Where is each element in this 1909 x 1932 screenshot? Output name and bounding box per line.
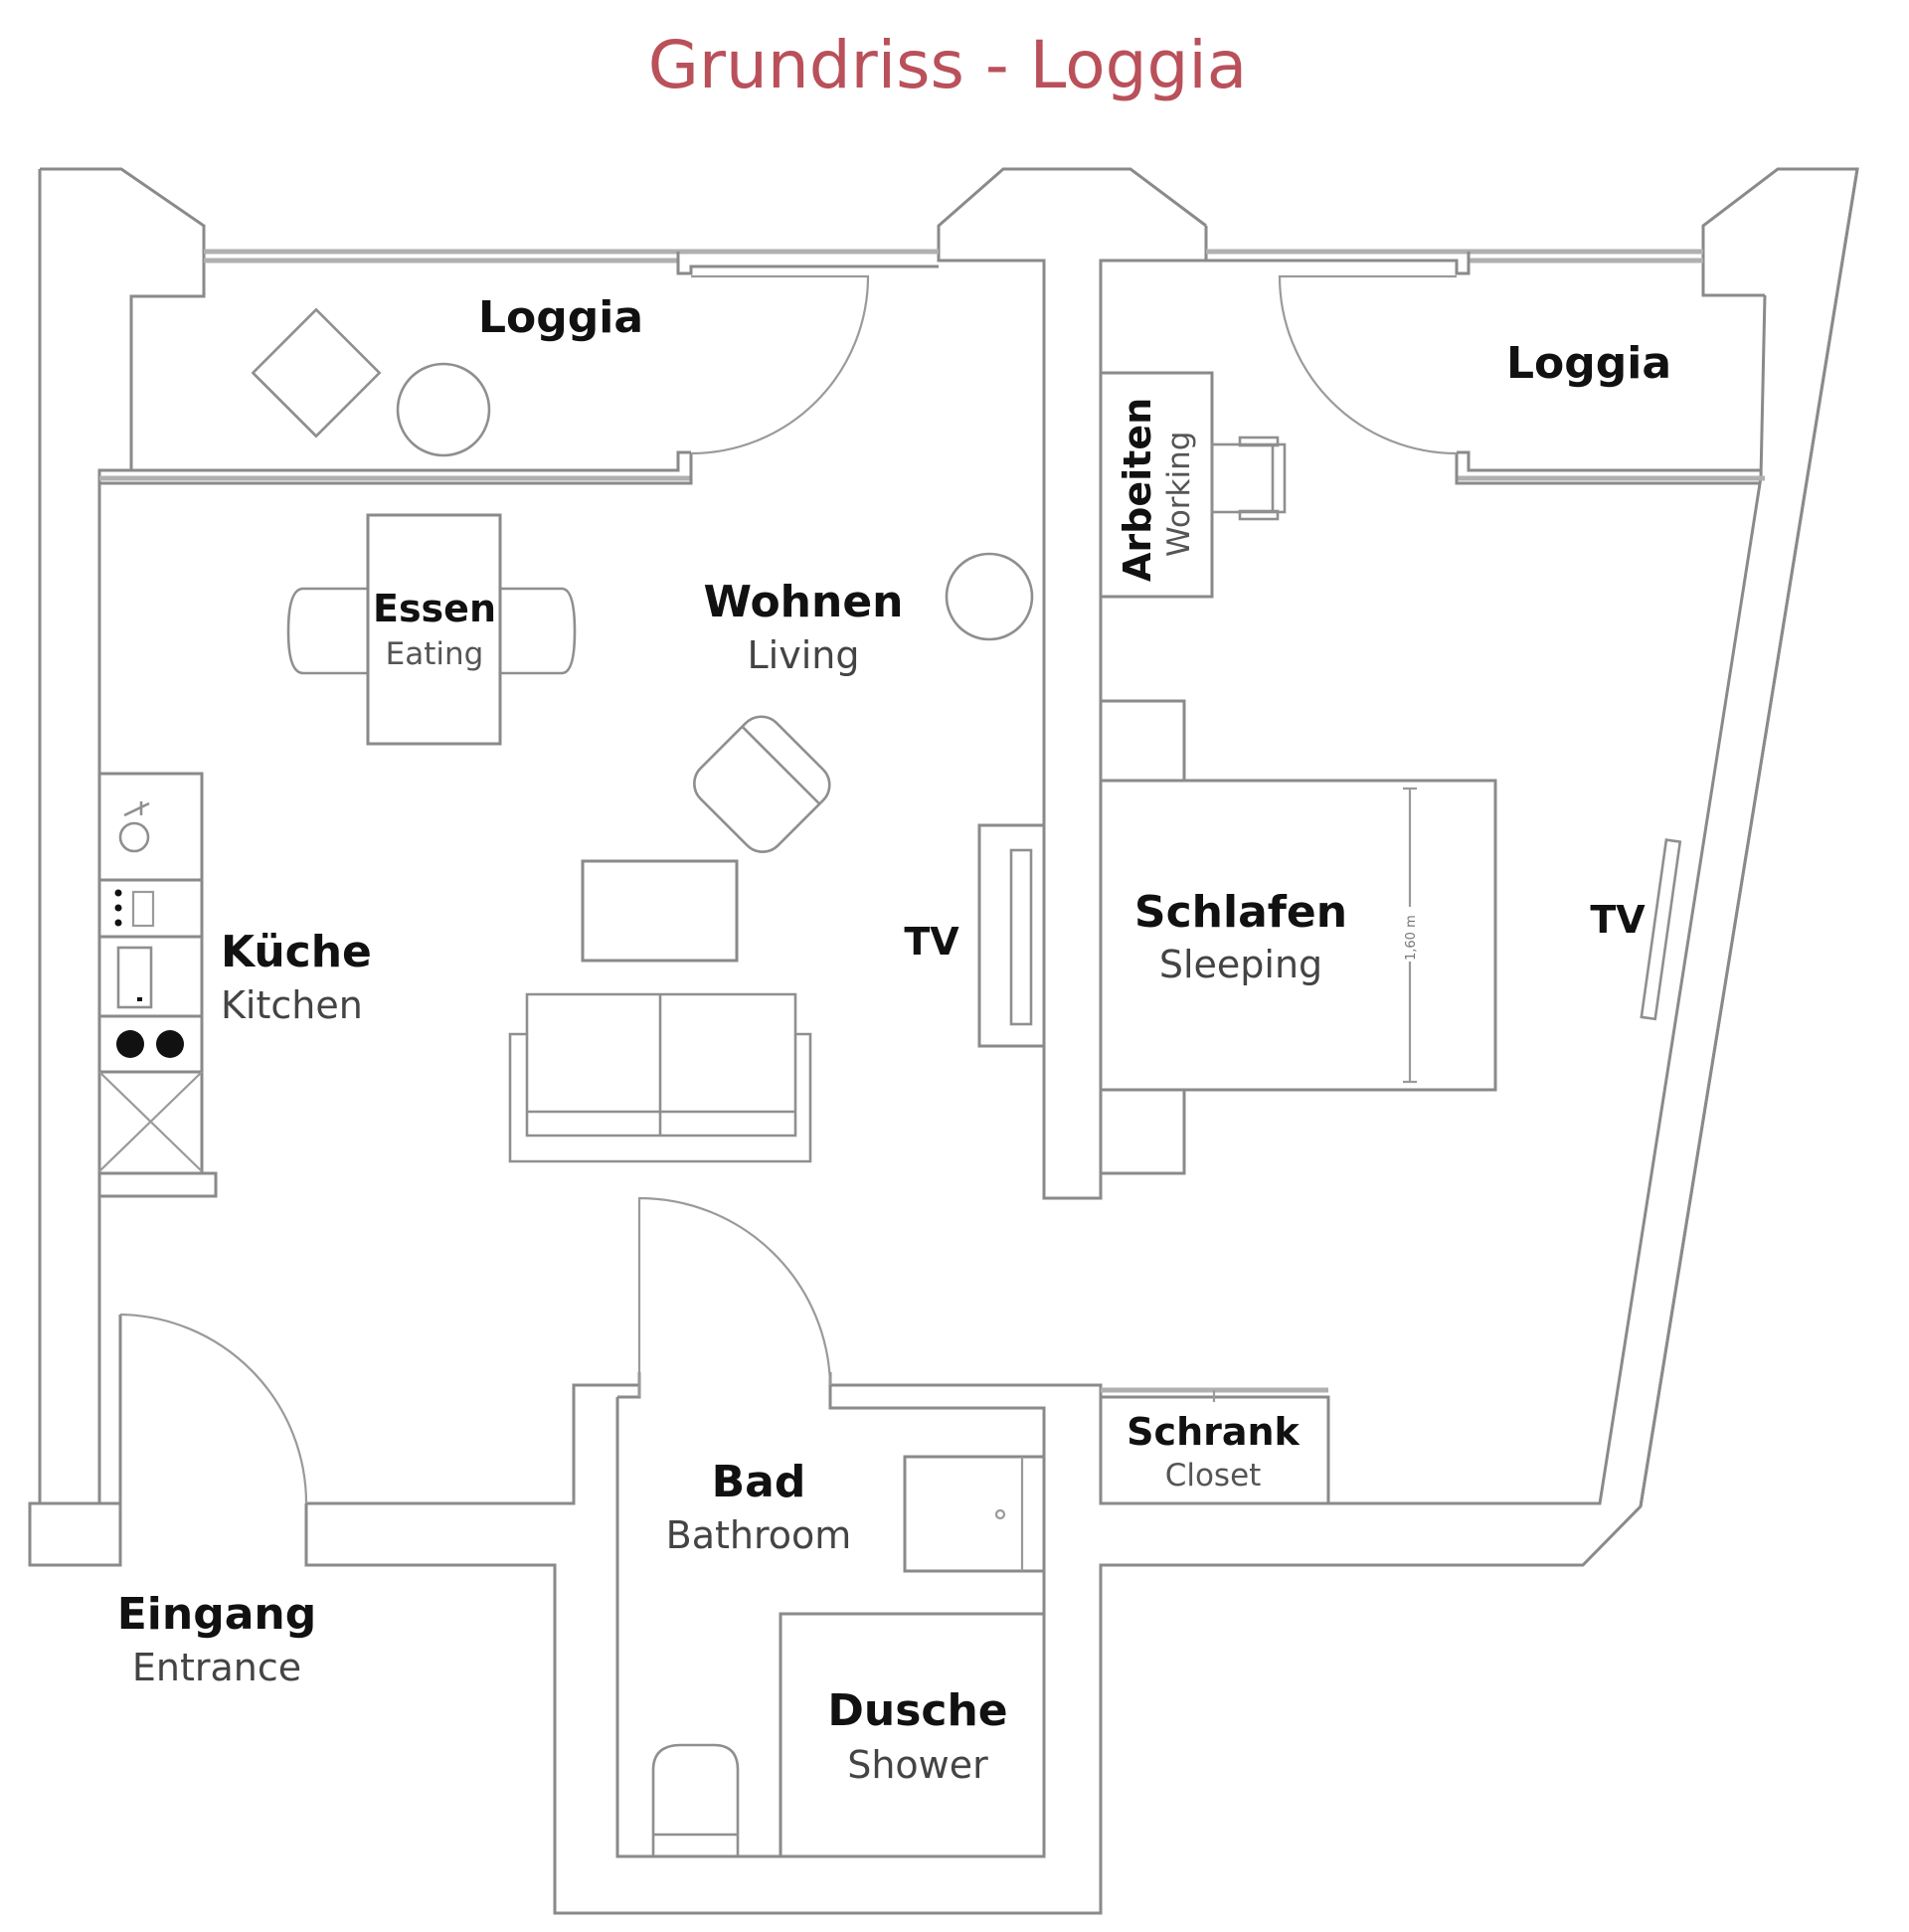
page-title: Grundriss - Loggia [648,27,1247,103]
loggia-left-table-icon [396,362,491,457]
kitchen-label-de: Küche [221,927,372,977]
kitchen-area: Küche Kitchen [97,772,372,1198]
loggia-left: Loggia [99,249,939,485]
bed-dimension-label: 1,60 m [1404,915,1419,961]
dishwasher-icon [114,889,155,928]
entrance-area: Eingang Entrance [99,1313,316,1689]
entrance-label-en: Entrance [132,1646,301,1689]
toilet-icon [651,1743,740,1856]
bedroom-area: 1,60 m Schlafen Sleeping TV [1099,699,1682,1175]
counter-ledge [97,1171,218,1198]
entrance-label-de: Eingang [117,1589,316,1640]
loggia-right-window-frame [1101,252,1471,275]
outer-wall-right-outer [1639,168,1859,1507]
loggia-right: Loggia [1101,249,1765,485]
sleeping-label-de: Schlafen [1134,887,1347,938]
armchair-icon [693,715,831,853]
working-label-de: Arbeiten [1116,398,1159,582]
bedroom-tv-icon [1640,838,1682,1021]
desk-chair-icon [1210,436,1287,521]
loggia-right-label: Loggia [1506,338,1671,389]
entrance-door-swing [119,1313,308,1504]
loggia-left-window-frame [676,252,939,275]
loggia-right-inner-wall [1457,450,1761,472]
working-area: Arbeiten Working [1099,371,1287,599]
coffee-table [581,859,739,963]
bedroom-tv-label: TV [1590,898,1646,942]
closet-label-de: Schrank [1127,1410,1300,1454]
nightstand-bottom [1099,1088,1186,1175]
living-label-en: Living [748,633,860,677]
stove-icon [116,1030,184,1058]
loggia-left-label: Loggia [478,292,643,343]
bed [1099,779,1497,1092]
loggia-right-sill-end [1455,452,1761,485]
living-tv-icon [977,823,1046,1048]
side-table-icon [945,552,1034,641]
outer-walls [28,167,1859,1915]
closet-area: Schrank Closet [1099,1387,1330,1505]
bathroom-label-en: Bathroom [666,1513,852,1557]
dining-table [366,513,502,746]
nightstand-top [1099,699,1186,783]
bathroom-label-de: Bad [712,1457,806,1507]
shower-label-de: Dusche [827,1685,1007,1736]
loggia-left-inner-wall [131,450,691,472]
closet-label-en: Closet [1165,1458,1262,1493]
sleeping-label-en: Sleeping [1159,943,1322,986]
living-area: Wohnen Living TV [508,552,1046,1163]
sofa-icon [508,992,812,1163]
loggia-left-sill-end [99,452,693,485]
wall-entrance-right [306,1383,641,1505]
sink-icon [118,801,150,853]
shower-label-en: Shower [847,1743,988,1787]
outer-wall-right-inner [1328,294,1767,1505]
shower [779,1612,1046,1858]
dining-chair-right-icon [500,587,577,675]
bathroom-door-swing [637,1196,832,1397]
entrance-door-jamb-left [99,1315,122,1505]
dining-area: Essen Eating [286,513,577,746]
fridge-icon [116,946,153,1009]
kitchen-label-en: Kitchen [221,983,363,1027]
outer-wall-outline [28,167,1859,1915]
loggia-left-door-swing [690,274,870,455]
loggia-left-chair-icon [251,307,382,439]
outer-wall-left [30,169,42,1505]
eating-label-en: Eating [386,636,484,672]
cabinet-icon [98,1071,203,1172]
eating-label-de: Essen [373,587,496,630]
bathroom-area: Bad Bathroom Dusche Shower [637,1196,1046,1858]
dining-chair-left-icon [286,587,368,675]
working-label-en: Working [1161,432,1197,557]
washbasin-icon [903,1455,1046,1573]
loggia-right-door-swing [1278,274,1458,455]
living-tv-label: TV [904,920,959,964]
living-label-de: Wohnen [703,577,903,627]
